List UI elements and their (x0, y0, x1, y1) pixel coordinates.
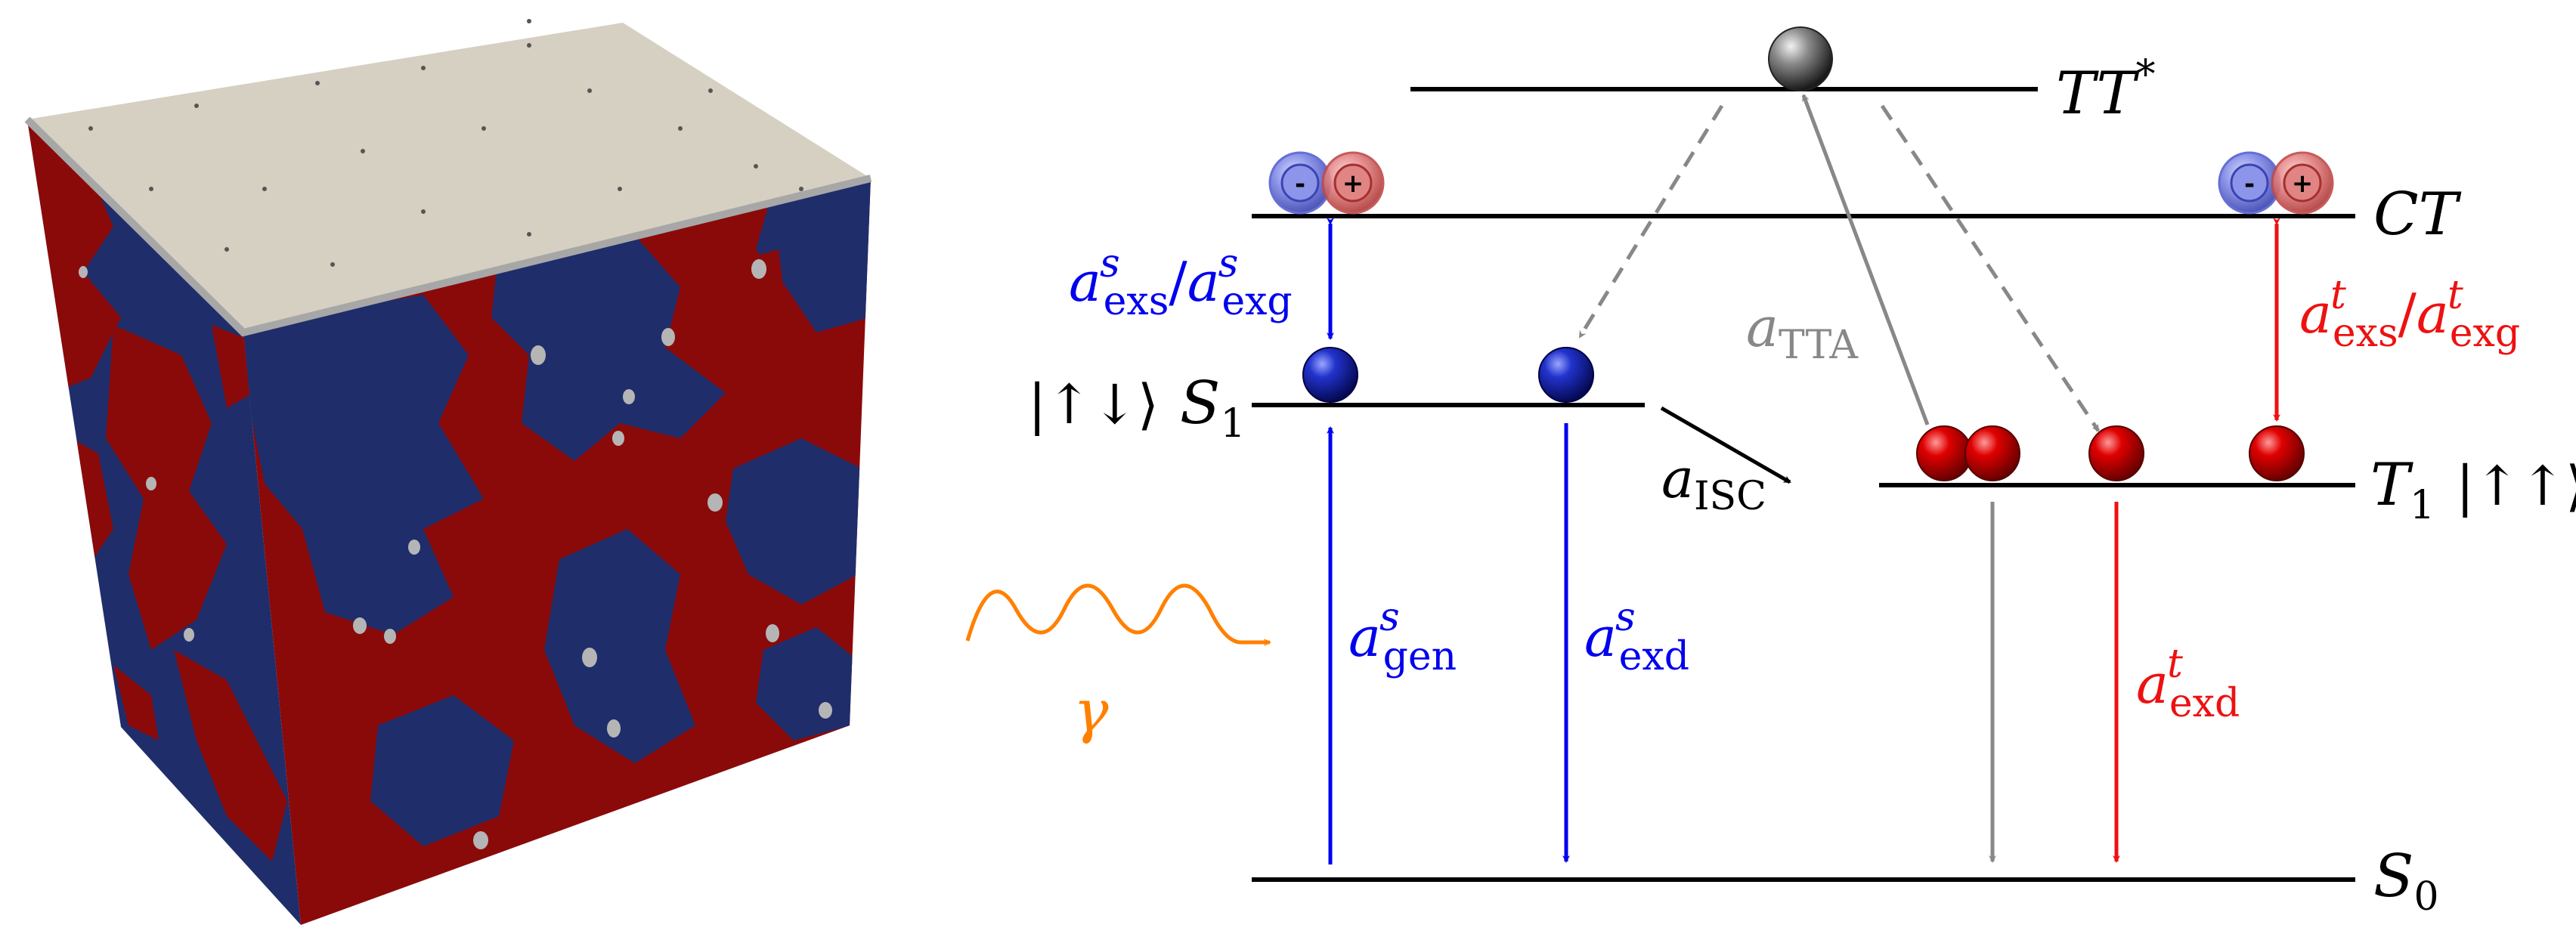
label-ct: CT (2373, 181, 2462, 249)
tt-state-ball (1768, 26, 1833, 91)
arrow-tta (1801, 94, 1930, 425)
singlet-exciton-ball (1302, 347, 1358, 403)
triplet-exciton-ball (2249, 425, 2305, 481)
plus-sign: + (1342, 169, 1364, 199)
cube-top-specks (88, 19, 803, 267)
photon-wave-icon (965, 583, 1271, 646)
transition-arrows (1327, 94, 2280, 864)
triplet-exciton-ball (1965, 425, 2020, 481)
label-s1: |↑↓⟩S1 (1028, 370, 1246, 447)
arrow-isc (1660, 406, 1791, 484)
triplet-exciton-ball (1916, 425, 1972, 481)
cube-front-domains (243, 178, 871, 846)
charge-pair-icon-left: - + (1268, 151, 1385, 215)
rate-isc: aISC (1661, 447, 1766, 519)
label-t1: T1|↑↑⟩ (2370, 451, 2576, 528)
label-tt: TT* (2056, 52, 2156, 128)
charge-pair-icon-right: - + (2218, 151, 2334, 215)
plus-sign: + (2292, 169, 2314, 199)
photon-label: γ (1073, 678, 1109, 746)
cube-top-face (27, 23, 871, 332)
morphology-cube-image (24, 19, 872, 925)
arrow-tt-to-s1 (1577, 104, 1724, 339)
minus-sign: - (2244, 169, 2255, 199)
arrow-tt-to-t1 (1880, 104, 2101, 432)
triplet-exciton-ball (2088, 425, 2144, 481)
singlet-exciton-ball (1538, 347, 1594, 403)
cube-minority-specks (79, 259, 832, 849)
label-s0: S0 (2373, 843, 2439, 920)
energy-levels (1252, 87, 2355, 882)
minus-sign: - (1295, 169, 1305, 199)
rate-tta: aTTA (1746, 295, 1859, 368)
